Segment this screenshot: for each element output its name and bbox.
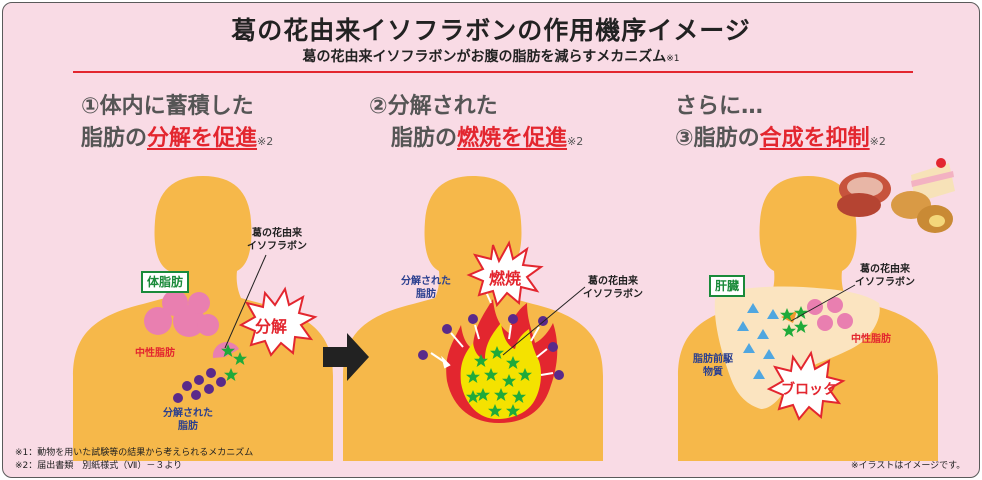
- panel2-heading: ②分解された 脂肪の燃焼を促進※2: [369, 91, 583, 158]
- panel2-burst-label: 燃焼: [489, 269, 522, 288]
- panel1-heading-ref: ※2: [257, 135, 274, 148]
- next-arrow: [323, 333, 369, 381]
- panel1-heading-line1: ①体内に蓄積した: [81, 94, 254, 119]
- panel1-burst: [238, 286, 318, 357]
- page-title: 葛の花由来イソフラボンの作用機序イメージ: [231, 16, 751, 45]
- title-divider: [73, 71, 913, 73]
- panel1-decomposed-label: 分解された 脂肪: [163, 408, 213, 432]
- panel1-heading-prefix: 脂肪の: [81, 126, 148, 151]
- panel1-fat-label: 中性脂肪: [135, 348, 175, 359]
- panel2-decomposed-label: 分解された 脂肪: [401, 276, 451, 300]
- panel2-motion-arrows: [430, 284, 554, 376]
- footnote-2: ※2：届出書類 別紙様式（Ⅶ）－３より: [15, 461, 183, 471]
- food-meat-icon: [837, 172, 891, 217]
- panel3-precursor-triangles: [737, 303, 779, 379]
- panel3-heading-line2: ③脂肪の合成を抑制※2: [675, 123, 886, 158]
- panel2-heading-prefix: 脂肪の: [391, 126, 458, 151]
- subtitle-ref: ※1: [666, 54, 680, 64]
- panel3-burst-label: ブロック: [781, 382, 837, 398]
- panel3-precursor-label: 脂肪前駆 物質: [693, 354, 733, 378]
- panel2-isoflavone-label: 葛の花由来 イソフラボン: [583, 276, 643, 300]
- panel3-heading-line1: さらに…: [675, 94, 764, 119]
- panel3-heading-prefix: ③脂肪の: [675, 126, 760, 151]
- panel3-heading: さらに… ③脂肪の合成を抑制※2: [675, 91, 886, 158]
- panel1-heading-line2: 脂肪の分解を促進※2: [81, 123, 273, 158]
- panel1-isoflavone-label: 葛の花由来 イソフラボン: [247, 228, 307, 252]
- panel1-decomposed-dots: [173, 368, 226, 403]
- illustration: [73, 158, 955, 461]
- panel1-burst-label: 分解: [255, 317, 288, 336]
- panel3-isoflavone-label: 葛の花由来 イソフラボン: [855, 264, 915, 288]
- panel3-burst: [766, 350, 846, 421]
- panel1-fat-cells: [144, 290, 239, 358]
- page-subtitle: 葛の花由来イソフラボンがお腹の脂肪を減らすメカニズム※1: [3, 46, 979, 66]
- panel3-fat-label: 中性脂肪: [851, 334, 891, 345]
- panel2-heading-highlight: 燃焼を促進: [457, 126, 568, 151]
- panel2-heading-line2: 脂肪の燃焼を促進※2: [369, 123, 583, 158]
- panel2-heading-ref: ※2: [567, 135, 584, 148]
- disclaimer: ※イラストはイメージです。: [851, 461, 966, 471]
- panel1-box-label: 体脂肪: [141, 271, 190, 293]
- footnote-1: ※1：動物を用いた試験等の結果から考えられるメカニズム: [15, 448, 254, 458]
- food-cake-icon: [911, 158, 955, 203]
- food-bread-icon: [891, 191, 953, 233]
- subtitle-text: 葛の花由来イソフラボンがお腹の脂肪を減らすメカニズム: [302, 49, 667, 65]
- panel1-heading-highlight: 分解を促進: [147, 126, 258, 151]
- panel3-heading-highlight: 合成を抑制: [759, 126, 870, 151]
- panel2-burst: [466, 240, 544, 308]
- panel2-heading-line1: ②分解された: [369, 94, 498, 119]
- panel3-heading-ref: ※2: [869, 135, 886, 148]
- panel1-heading: ①体内に蓄積した 脂肪の分解を促進※2: [81, 91, 273, 158]
- panel3-box-label: 肝臓: [709, 275, 746, 297]
